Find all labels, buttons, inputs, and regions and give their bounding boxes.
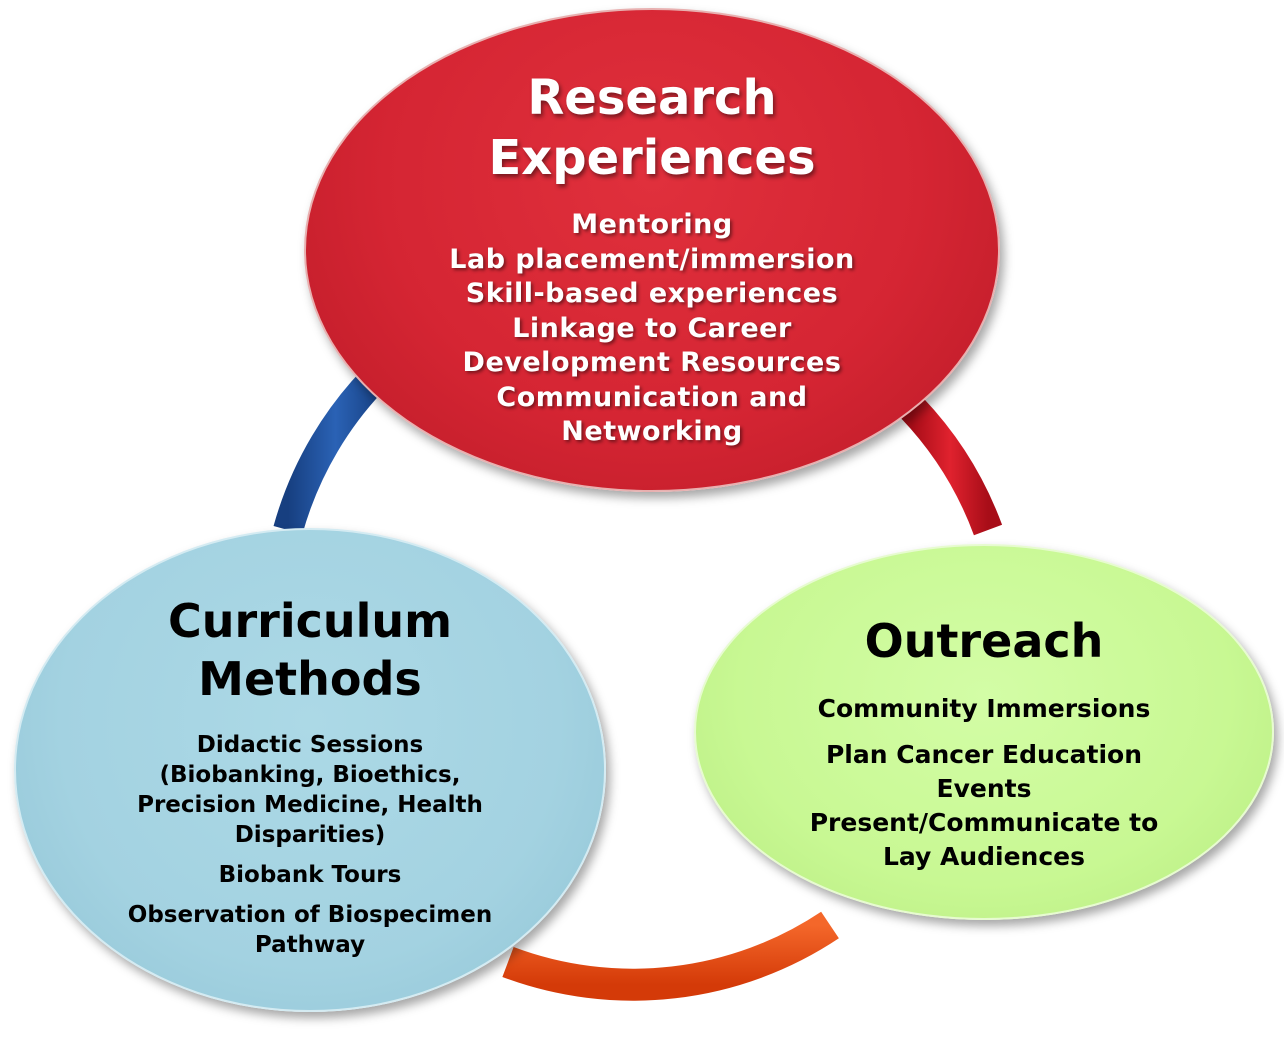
ring-segment-blue	[273, 359, 394, 535]
research-title-line1: Research	[527, 70, 777, 126]
curriculum-items: Didactic Sessions (Biobanking, Bioethics…	[128, 730, 492, 960]
research-item: Development Resources	[462, 347, 842, 378]
outreach-circle: Outreach Community Immersions Plan Cance…	[694, 544, 1274, 920]
research-item: Skill-based experiences	[465, 278, 839, 309]
outreach-item: Community Immersions	[817, 694, 1151, 723]
research-item: Linkage to Career	[512, 312, 792, 344]
curriculum-item: Didactic Sessions (Biobanking, Bioethics…	[137, 732, 483, 848]
research-item: Networking	[561, 416, 743, 447]
ring-segment-orange	[502, 911, 839, 1001]
ring-segment-red	[901, 397, 1003, 536]
curriculum-title-line2: Methods	[198, 652, 422, 706]
research-item: Mentoring	[571, 209, 733, 240]
curriculum-methods-circle: Curriculum Methods Didactic Sessions (Bi…	[14, 528, 606, 1012]
research-item: Communication and	[496, 381, 808, 413]
research-items: Mentoring Lab placement/immersion Skill-…	[449, 208, 854, 450]
curriculum-title: Curriculum Methods	[168, 592, 452, 708]
outreach-items: Community Immersions Plan Cancer Educati…	[810, 692, 1159, 874]
research-experiences-circle: Research Experiences Mentoring Lab place…	[304, 8, 1000, 492]
outreach-item: Plan Cancer Education Events Present/Com…	[809, 740, 1159, 871]
curriculum-item: Observation of Biospecimen Pathway	[127, 902, 493, 958]
curriculum-title-line1: Curriculum	[167, 594, 453, 648]
curriculum-item: Biobank Tours	[218, 862, 402, 888]
outreach-title: Outreach	[864, 614, 1104, 668]
research-item: Lab placement/immersion	[449, 243, 855, 275]
research-title-line2: Experiences	[488, 130, 816, 186]
research-title: Research Experiences	[488, 68, 815, 188]
